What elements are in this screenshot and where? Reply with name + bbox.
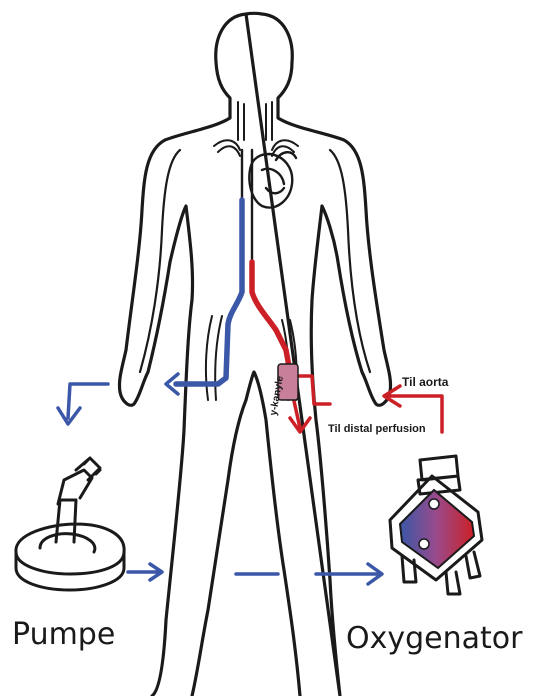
arm-lines xyxy=(140,150,370,372)
arrow-to-pump xyxy=(58,384,108,424)
great-vessels xyxy=(214,102,298,156)
oxygenator-port-top xyxy=(429,499,439,509)
oxygenator-port-bottom xyxy=(419,539,429,549)
label-distal-perfusion: Til distal perfusion xyxy=(328,423,426,435)
body-outline xyxy=(119,13,390,696)
label-pump: Pumpe xyxy=(12,620,115,650)
label-to-aorta: Til aorta xyxy=(402,375,449,389)
arrow-pump-to-oxygenator xyxy=(128,564,382,584)
label-oxygenator: Oxygenator xyxy=(346,624,522,654)
pump-device xyxy=(16,458,124,590)
arterial-cannula xyxy=(252,262,290,372)
